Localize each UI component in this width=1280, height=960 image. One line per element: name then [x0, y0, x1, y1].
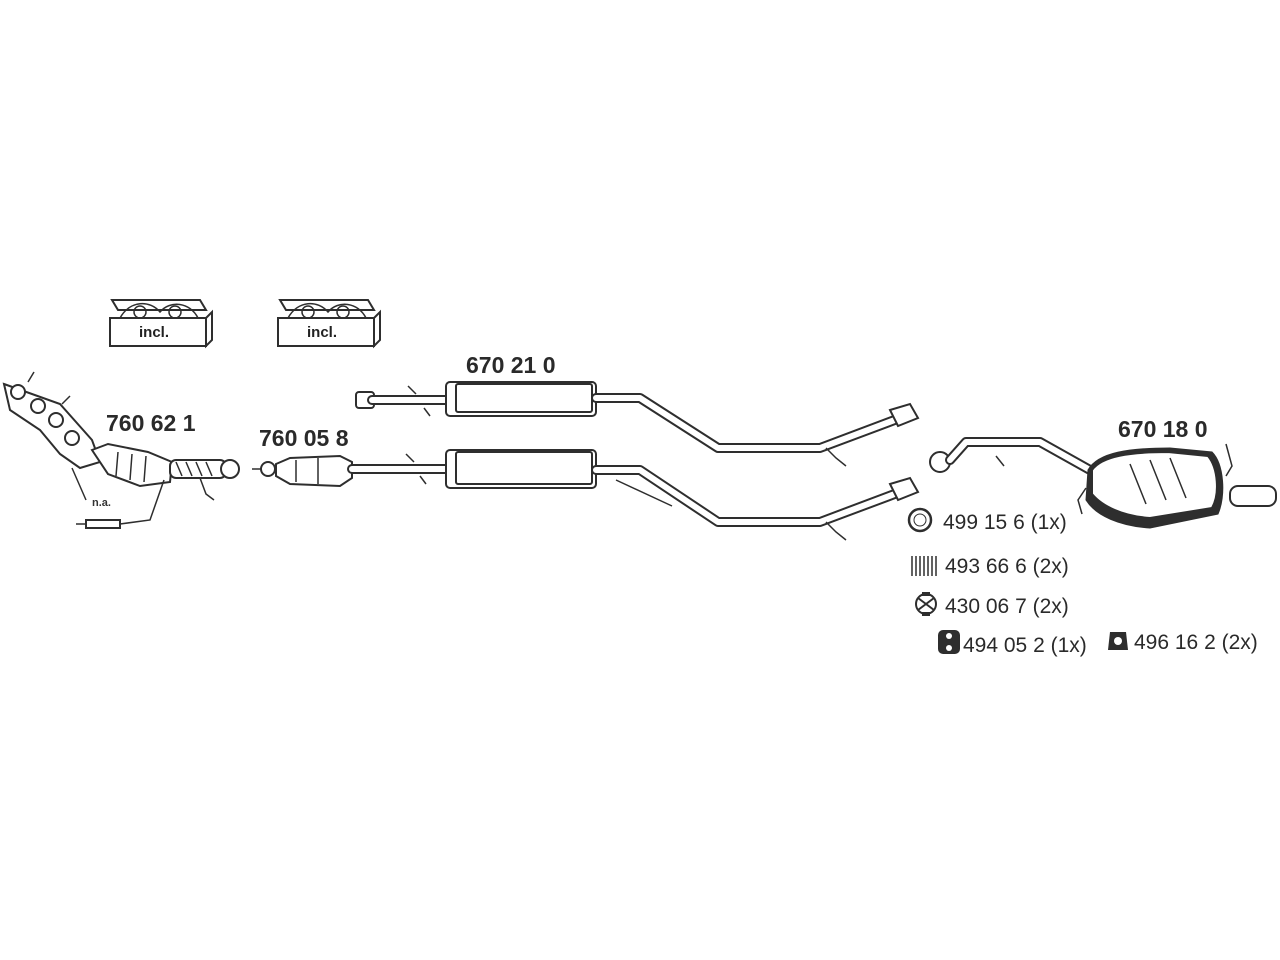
accessory-label: 499 15 6 (1x)	[943, 511, 1067, 534]
sensor-note: n.a.	[92, 497, 111, 509]
mounting-kit-box-2	[277, 299, 381, 349]
part-number-manifold: 760 62 1	[106, 410, 196, 436]
kit1-label: incl.	[139, 324, 170, 341]
rear-silencer-part	[929, 437, 1277, 529]
middle-silencer-lower	[445, 449, 920, 541]
part-number-rear-silencer: 670 18 0	[1118, 416, 1208, 442]
clamp-icon	[915, 592, 937, 616]
ring-gasket-icon	[907, 507, 933, 533]
accessory-label: 494 05 2 (1x)	[963, 634, 1087, 657]
lambda-sensor	[71, 467, 165, 529]
accessory-label: 496 16 2 (2x)	[1134, 631, 1258, 654]
kit2-label: incl.	[307, 324, 338, 341]
part-number-catalyst: 760 05 8	[259, 425, 349, 451]
spring-icon	[911, 556, 937, 576]
rubber-hanger-icon	[1108, 632, 1128, 650]
part-number-middle-silencer: 670 21 0	[466, 352, 556, 378]
catalyst-part	[252, 453, 451, 488]
rubber-mount-icon	[938, 630, 960, 654]
manifold-catalyst-part	[2, 371, 240, 501]
mounting-kit-box-1	[109, 299, 213, 349]
accessory-label: 430 06 7 (2x)	[945, 595, 1069, 618]
middle-silencer-part	[355, 381, 920, 467]
accessory-label: 493 66 6 (2x)	[945, 555, 1069, 578]
